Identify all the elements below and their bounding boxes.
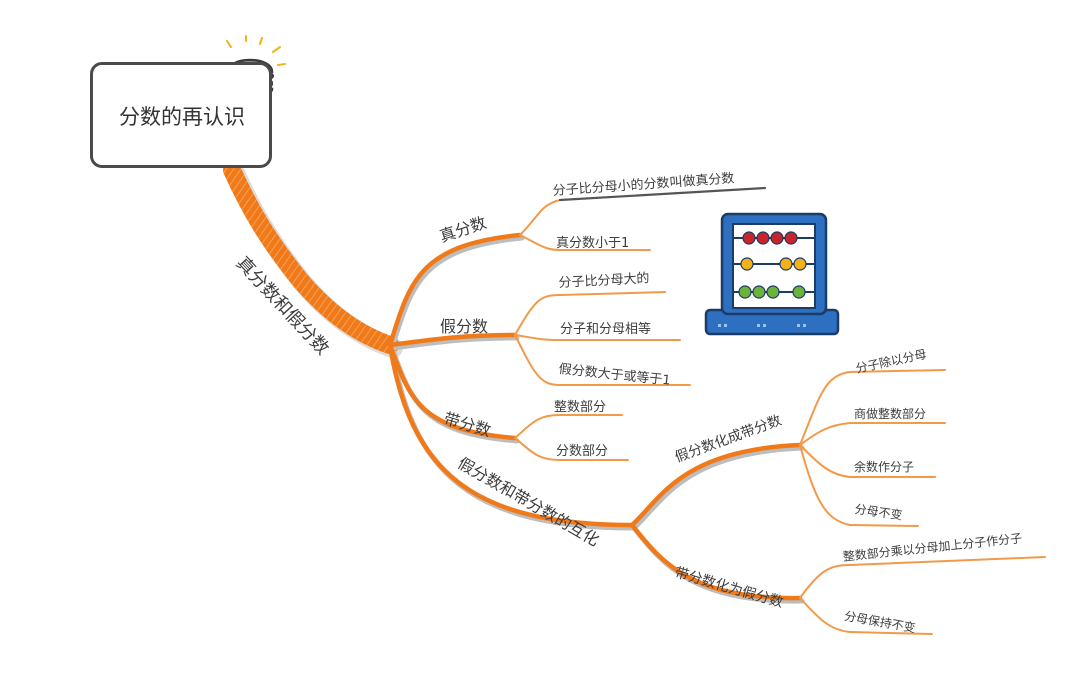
leaf-mixed-1[interactable]: 整数部分 <box>554 400 607 415</box>
leaf-to-mixed-2[interactable]: 商做整数部分 <box>854 407 927 421</box>
node-improper-fraction[interactable]: 假分数 <box>440 317 489 336</box>
leaf-to-mixed-3[interactable]: 余数作分子 <box>854 460 915 474</box>
leaf-improper-2[interactable]: 分子和分母相等 <box>560 322 652 337</box>
root-node[interactable]: 分数的再认识 <box>90 62 272 168</box>
branch-lines <box>387 186 1046 635</box>
leaf-mixed-2[interactable]: 分数部分 <box>556 444 609 459</box>
abacus-illustration <box>704 212 840 336</box>
main-trunk <box>223 161 403 358</box>
leaf-proper-2[interactable]: 真分数小于1 <box>556 236 630 251</box>
root-title: 分数的再认识 <box>119 105 245 129</box>
